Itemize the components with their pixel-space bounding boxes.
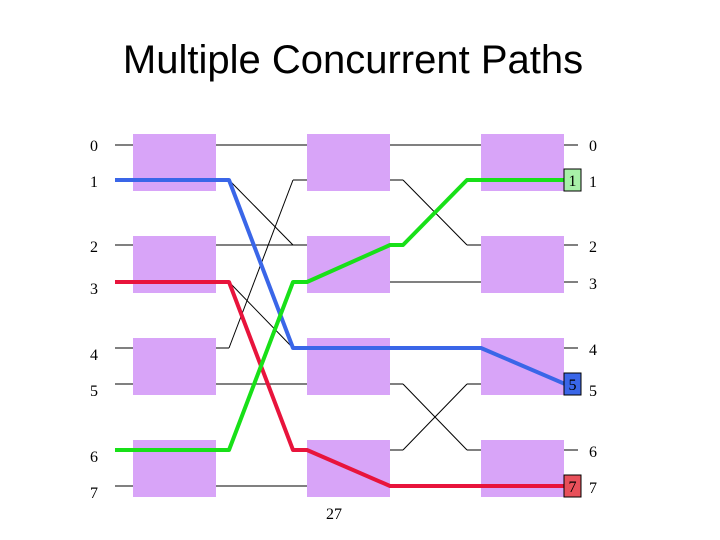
switch-stage2-row1: [307, 134, 390, 191]
slide-title: Multiple Concurrent Paths: [122, 38, 584, 82]
dest-tag-7-label: 7: [569, 479, 577, 496]
path-green-6-to-1: [115, 178, 565, 452]
switch-stage3-row4: [481, 440, 564, 497]
dest-tag-7: 7: [563, 474, 582, 498]
switch-stage1-row3: [133, 338, 216, 395]
dest-tag-1-label: 1: [569, 173, 577, 190]
dest-tag-5: 5: [563, 372, 582, 396]
input-port-label: 4: [90, 347, 98, 364]
output-port-label: 4: [589, 342, 597, 359]
output-port-label: 1: [589, 174, 597, 191]
output-port-labels: 0 1 2 3 4 5 6 7: [589, 138, 597, 497]
input-port-label: 7: [90, 485, 98, 502]
dest-tag-1: 1: [563, 168, 582, 192]
output-port-label: 2: [589, 239, 597, 256]
output-port-label: 7: [589, 480, 597, 497]
input-port-labels: 0 1 2 3 4 5 6 7: [90, 138, 98, 502]
switch-stage1-row2: [133, 236, 216, 293]
destination-tags: 1 5 7: [563, 168, 582, 498]
output-port-label: 3: [589, 276, 597, 293]
input-port-label: 5: [90, 383, 98, 400]
input-port-label: 2: [90, 239, 98, 256]
dest-tag-5-label: 5: [569, 377, 577, 394]
switch-grid: [133, 134, 564, 497]
switch-stage3-row1: [481, 134, 564, 191]
switch-stage1-row1: [133, 134, 216, 191]
page-number: 27: [326, 506, 342, 523]
path-red-3-to-7: [115, 280, 565, 488]
input-port-label: 6: [90, 449, 98, 466]
interconnect-wires: [115, 144, 578, 487]
output-port-label: 5: [589, 383, 597, 400]
input-port-label: 3: [90, 281, 98, 298]
routed-paths: [115, 178, 566, 488]
output-port-label: 0: [589, 138, 597, 155]
input-port-label: 0: [90, 138, 98, 155]
input-port-label: 1: [90, 174, 98, 191]
switch-stage3-row2: [481, 236, 564, 293]
path-blue-1-to-5: [115, 178, 566, 386]
output-port-label: 6: [589, 444, 597, 461]
